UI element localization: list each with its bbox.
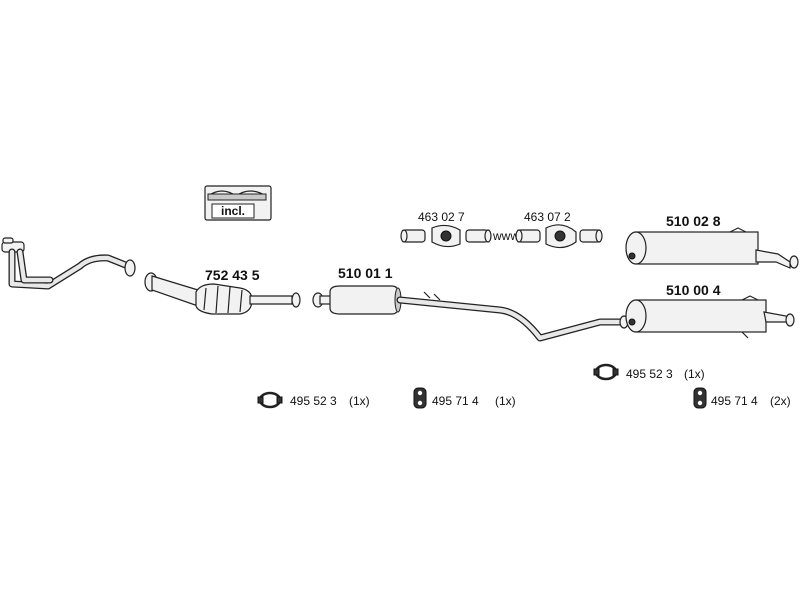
clamp-front-number: 495 52 3 (290, 394, 337, 408)
rear-silencer-b: 510 00 4 (625, 282, 795, 339)
clamp-rear-qty: (1x) (684, 367, 705, 381)
connector-b-number: 463 07 2 (524, 210, 571, 224)
catalytic-converter: 752 43 5 (144, 267, 301, 315)
hanger-rear-qty: (2x) (770, 394, 791, 408)
connector-link-text: www. (492, 229, 522, 243)
clamp-rear-number: 495 52 3 (626, 367, 673, 381)
clamp-rear: 495 52 3 (1x) (593, 363, 705, 381)
fitting-kit-box: incl. (204, 185, 272, 221)
clamp-icon (257, 391, 283, 409)
catalytic-converter-number: 752 43 5 (205, 267, 260, 283)
clamp-front-qty: (1x) (349, 394, 370, 408)
rear-silencer-b-number: 510 00 4 (666, 282, 721, 298)
hanger-front-qty: (1x) (495, 394, 516, 408)
front-silencer-number: 510 01 1 (338, 265, 393, 281)
clamp-icon (593, 363, 619, 381)
connector-a: 463 02 7 (400, 210, 492, 248)
hanger-front-number: 495 71 4 (432, 394, 479, 408)
clamp-front: 495 52 3 (1x) (257, 391, 370, 409)
rubber-hanger-icon (413, 387, 427, 409)
rubber-hanger-icon (693, 387, 707, 409)
hanger-front: 495 71 4 (1x) (413, 387, 516, 409)
front-silencer: 510 01 1 (312, 265, 629, 342)
front-manifold-pipe (1, 237, 136, 290)
rear-silencer-a-number: 510 02 8 (666, 213, 721, 229)
hanger-rear: 495 71 4 (2x) (693, 387, 791, 409)
hanger-rear-number: 495 71 4 (711, 394, 758, 408)
fitting-kit-label: incl. (221, 204, 245, 218)
connector-a-number: 463 02 7 (418, 210, 465, 224)
connector-b: 463 07 2 (515, 210, 603, 249)
rear-silencer-a: 510 02 8 (625, 213, 799, 269)
